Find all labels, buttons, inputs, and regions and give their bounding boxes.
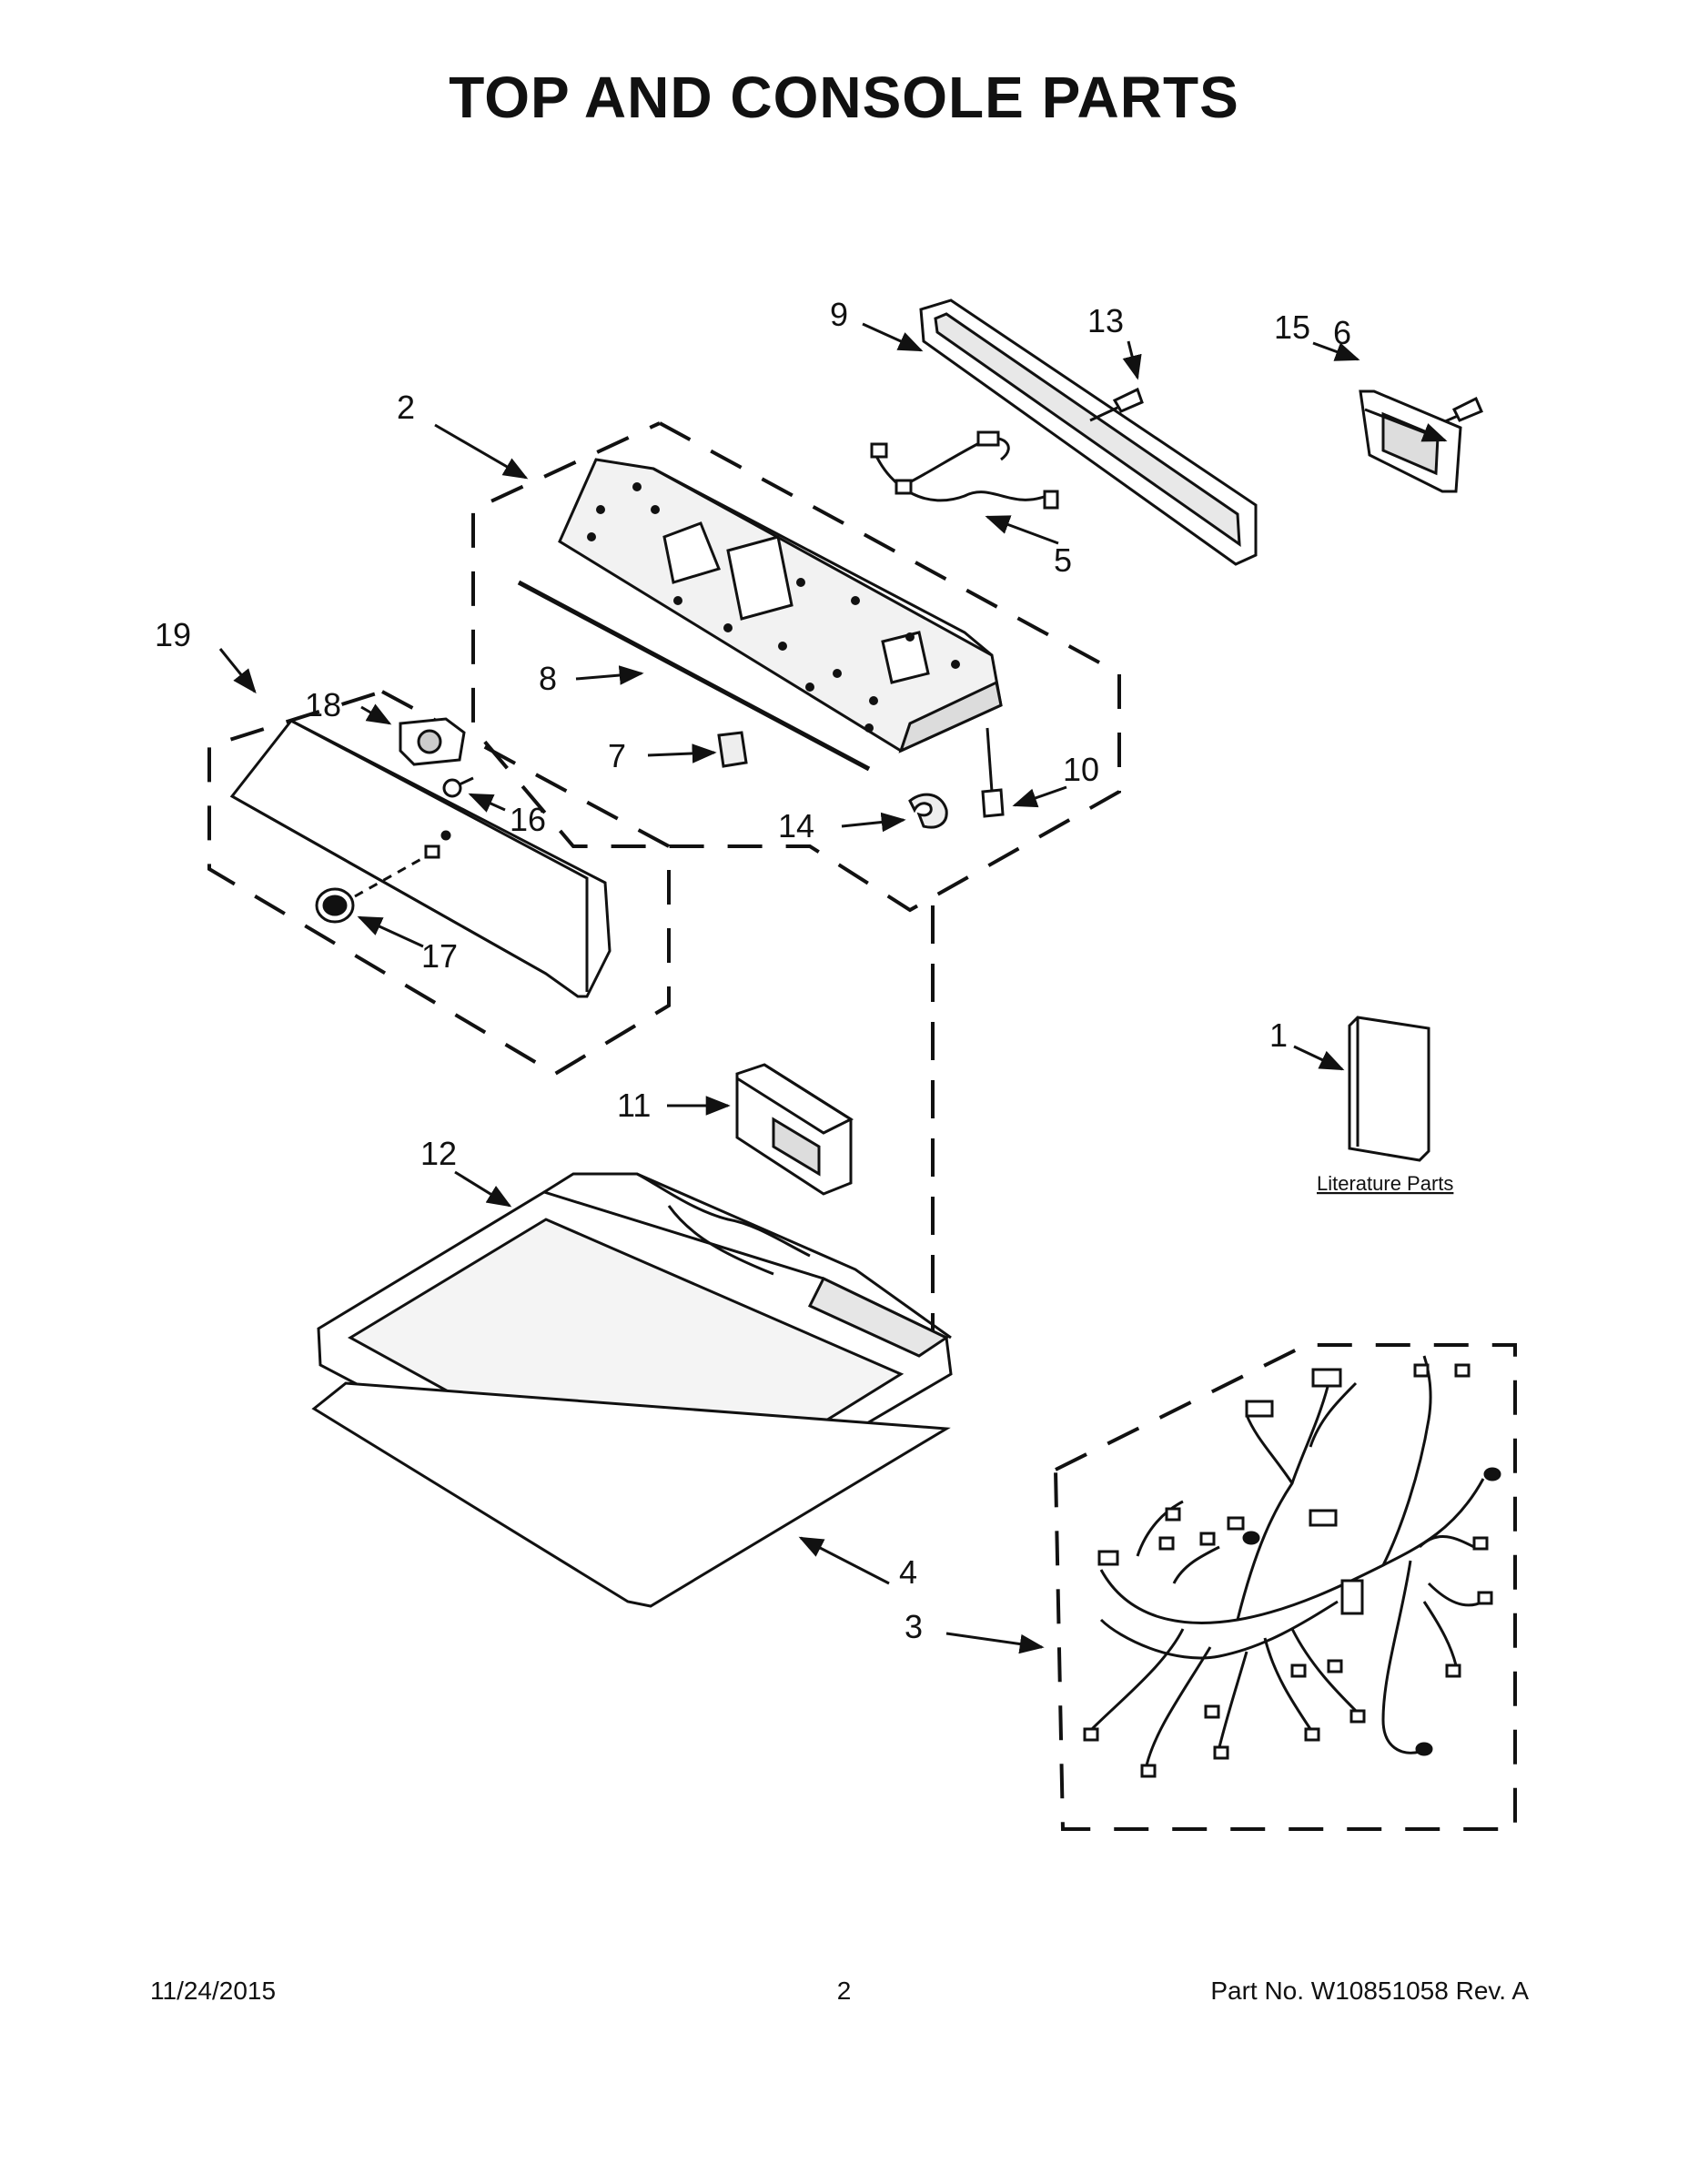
encoder-part	[399, 717, 466, 766]
screw-part-10	[981, 727, 1005, 818]
callout-16: 16	[510, 801, 546, 838]
callout-7: 7	[608, 737, 626, 774]
callout-1: 1	[1269, 1016, 1288, 1054]
clamp-part	[908, 793, 948, 829]
callout-2: 2	[397, 389, 415, 426]
callout-14: 14	[778, 807, 814, 844]
callout-3: 3	[905, 1608, 923, 1645]
callout-18: 18	[305, 686, 341, 723]
screw-part-13	[1089, 387, 1144, 422]
literature-part	[1348, 1016, 1430, 1162]
callout-12: 12	[420, 1135, 457, 1172]
bracket-part	[1359, 389, 1462, 493]
callout-17: 17	[421, 937, 458, 975]
callout-labels: 1 2 3 4 5 6 7 8 9 10 11 12 13 14 15 16 1…	[155, 296, 1453, 1645]
callout-10: 10	[1063, 751, 1099, 788]
callout-6: 6	[1333, 314, 1351, 351]
callout-15: 15	[1274, 308, 1310, 346]
knob-part	[315, 844, 440, 924]
footer-part-number: Part No. W10851058 Rev. A	[1210, 1977, 1529, 2005]
control-panel-part	[229, 719, 612, 998]
console-panel-part	[558, 458, 1003, 753]
clip-part	[717, 731, 748, 768]
console-wire-harness-part	[870, 430, 1059, 510]
callout-19: 19	[155, 616, 191, 653]
console-group-outline	[471, 421, 1121, 913]
literature-parts-label: Literature Parts	[1317, 1172, 1453, 1195]
screw-part-16	[442, 776, 474, 798]
callout-11: 11	[617, 1087, 651, 1124]
control-board-part	[735, 1063, 854, 1196]
callout-13: 13	[1087, 302, 1124, 339]
page-title: TOP AND CONSOLE PARTS	[449, 65, 1239, 130]
control-panel-group-outline	[207, 690, 671, 1077]
wire-harness-group-outline	[1054, 1343, 1517, 1831]
console-trim-part	[919, 298, 1258, 566]
gasket-strip-part	[517, 580, 871, 772]
main-wire-harness-part	[1083, 1355, 1501, 1778]
footer-date: 11/24/2015	[150, 1977, 277, 2005]
leader-arrows	[218, 322, 1448, 1654]
callout-4: 4	[899, 1553, 917, 1591]
callout-8: 8	[539, 660, 557, 697]
callout-5: 5	[1054, 541, 1072, 579]
callout-9: 9	[830, 296, 848, 333]
footer-page-number: 2	[836, 1977, 852, 2005]
insulation-pad-part	[311, 1381, 951, 1608]
